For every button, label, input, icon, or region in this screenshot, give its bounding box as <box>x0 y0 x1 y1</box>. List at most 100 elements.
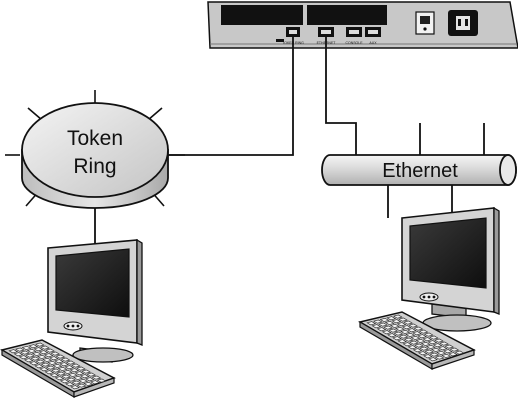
keyboard-key[interactable] <box>15 347 25 352</box>
keyboard-key[interactable] <box>398 317 409 322</box>
keyboard-key[interactable] <box>414 343 425 348</box>
keyboard-key[interactable] <box>415 338 426 343</box>
keyboard-key[interactable] <box>38 350 49 355</box>
keyboard-key[interactable] <box>441 353 452 358</box>
keyboard-key[interactable] <box>21 345 32 350</box>
keyboard-key[interactable] <box>424 349 435 354</box>
keyboard-key[interactable] <box>25 353 36 358</box>
keyboard-key[interactable] <box>386 316 397 321</box>
keyboard-key[interactable] <box>35 359 46 364</box>
keyboard-key[interactable] <box>425 344 436 349</box>
keyboard-key[interactable] <box>454 350 465 355</box>
keyboard-key[interactable] <box>396 322 407 327</box>
keyboard-key[interactable] <box>413 326 424 331</box>
keyboard-key[interactable] <box>418 329 429 334</box>
keyboard-key[interactable] <box>47 360 58 365</box>
keyboard-key[interactable] <box>61 374 72 379</box>
keyboard-key[interactable] <box>84 377 95 382</box>
keyboard-key[interactable] <box>54 376 65 381</box>
keyboard-key[interactable] <box>408 323 419 328</box>
keyboard-key[interactable] <box>393 331 404 336</box>
keyboard-key[interactable] <box>40 345 51 350</box>
keyboard-key[interactable] <box>73 375 83 380</box>
port-console[interactable] <box>346 27 362 37</box>
port-token-ring[interactable] <box>286 27 300 37</box>
keyboard-key[interactable] <box>69 368 80 373</box>
keyboard-key[interactable] <box>403 320 414 325</box>
keyboard-key[interactable] <box>35 342 45 347</box>
keyboard-key[interactable] <box>45 348 56 353</box>
keyboard-key[interactable] <box>437 346 448 351</box>
keyboard-key[interactable] <box>432 343 443 348</box>
keyboard-key[interactable] <box>381 330 392 335</box>
keyboard-key[interactable] <box>373 319 383 324</box>
keyboard-key[interactable] <box>71 380 82 385</box>
keyboard-key[interactable] <box>448 352 458 357</box>
keyboard-key[interactable] <box>444 344 455 349</box>
keyboard-key[interactable] <box>378 322 389 327</box>
keyboard-key[interactable] <box>64 365 75 370</box>
keyboard-key[interactable] <box>23 358 34 363</box>
keyboard-key[interactable] <box>8 349 19 354</box>
keyboard-key[interactable] <box>28 344 39 349</box>
keyboard-key[interactable] <box>51 368 61 373</box>
keyboard-key[interactable] <box>39 367 49 372</box>
keyboard-key[interactable] <box>388 328 399 333</box>
keyboard-key[interactable] <box>431 347 441 352</box>
keyboard-key[interactable] <box>78 378 89 383</box>
keyboard-key[interactable] <box>386 333 397 338</box>
keyboard-key[interactable] <box>376 327 387 332</box>
keyboard-key[interactable] <box>64 382 75 387</box>
keyboard-key[interactable] <box>62 369 73 374</box>
keyboard-key[interactable] <box>49 373 60 378</box>
keyboard-key[interactable] <box>410 335 421 340</box>
keyboard-key[interactable] <box>50 351 61 356</box>
keyboard-key[interactable] <box>384 320 395 325</box>
keyboard-key[interactable] <box>401 325 412 330</box>
keyboard-key[interactable] <box>422 337 433 342</box>
keyboard-key[interactable] <box>393 314 403 319</box>
keyboard-key[interactable] <box>434 338 445 343</box>
keyboard-key[interactable] <box>20 350 31 355</box>
keyboard-key[interactable] <box>371 324 382 329</box>
keyboard-key[interactable] <box>28 361 39 366</box>
keyboard-key[interactable] <box>439 341 450 346</box>
keyboard-key[interactable] <box>407 345 418 350</box>
keyboard-key[interactable] <box>26 348 37 353</box>
keyboard-key[interactable] <box>90 380 100 385</box>
keyboard-key[interactable] <box>57 366 68 371</box>
keyboard-key[interactable] <box>395 326 405 331</box>
keyboard-key[interactable] <box>76 383 87 388</box>
keyboard-key[interactable] <box>397 339 407 344</box>
keyboard-key[interactable] <box>91 375 102 380</box>
keyboard-key[interactable] <box>59 362 69 367</box>
keyboard-key[interactable] <box>429 352 440 357</box>
keyboard-key[interactable] <box>37 354 47 359</box>
keyboard-key[interactable] <box>70 385 80 390</box>
keyboard-key[interactable] <box>409 340 419 345</box>
keyboard-key[interactable] <box>428 357 438 362</box>
keyboard-key[interactable] <box>405 332 416 337</box>
keyboard-key[interactable] <box>403 337 414 342</box>
keyboard-key[interactable] <box>442 349 453 354</box>
keyboard-key[interactable] <box>419 346 430 351</box>
keyboard-key[interactable] <box>417 334 427 339</box>
keyboard-key[interactable] <box>56 371 67 376</box>
keyboard-key[interactable] <box>76 366 87 371</box>
keyboard-key[interactable] <box>436 350 447 355</box>
keyboard-key[interactable] <box>417 351 428 356</box>
keyboard-key[interactable] <box>427 340 438 345</box>
keyboard-key[interactable] <box>55 354 66 359</box>
port-aux[interactable] <box>365 27 381 37</box>
keyboard-key[interactable] <box>406 328 417 333</box>
keyboard-right[interactable] <box>358 311 476 371</box>
keyboard-key[interactable] <box>31 351 42 356</box>
keyboard-key[interactable] <box>402 342 413 347</box>
keyboard-key[interactable] <box>389 323 400 328</box>
keyboard-key[interactable] <box>30 356 41 361</box>
keyboard-key[interactable] <box>79 374 90 379</box>
keyboard-key[interactable] <box>412 331 422 336</box>
keyboard-key[interactable] <box>65 360 76 365</box>
keyboard-key[interactable] <box>391 319 402 324</box>
keyboard-key[interactable] <box>422 354 433 359</box>
